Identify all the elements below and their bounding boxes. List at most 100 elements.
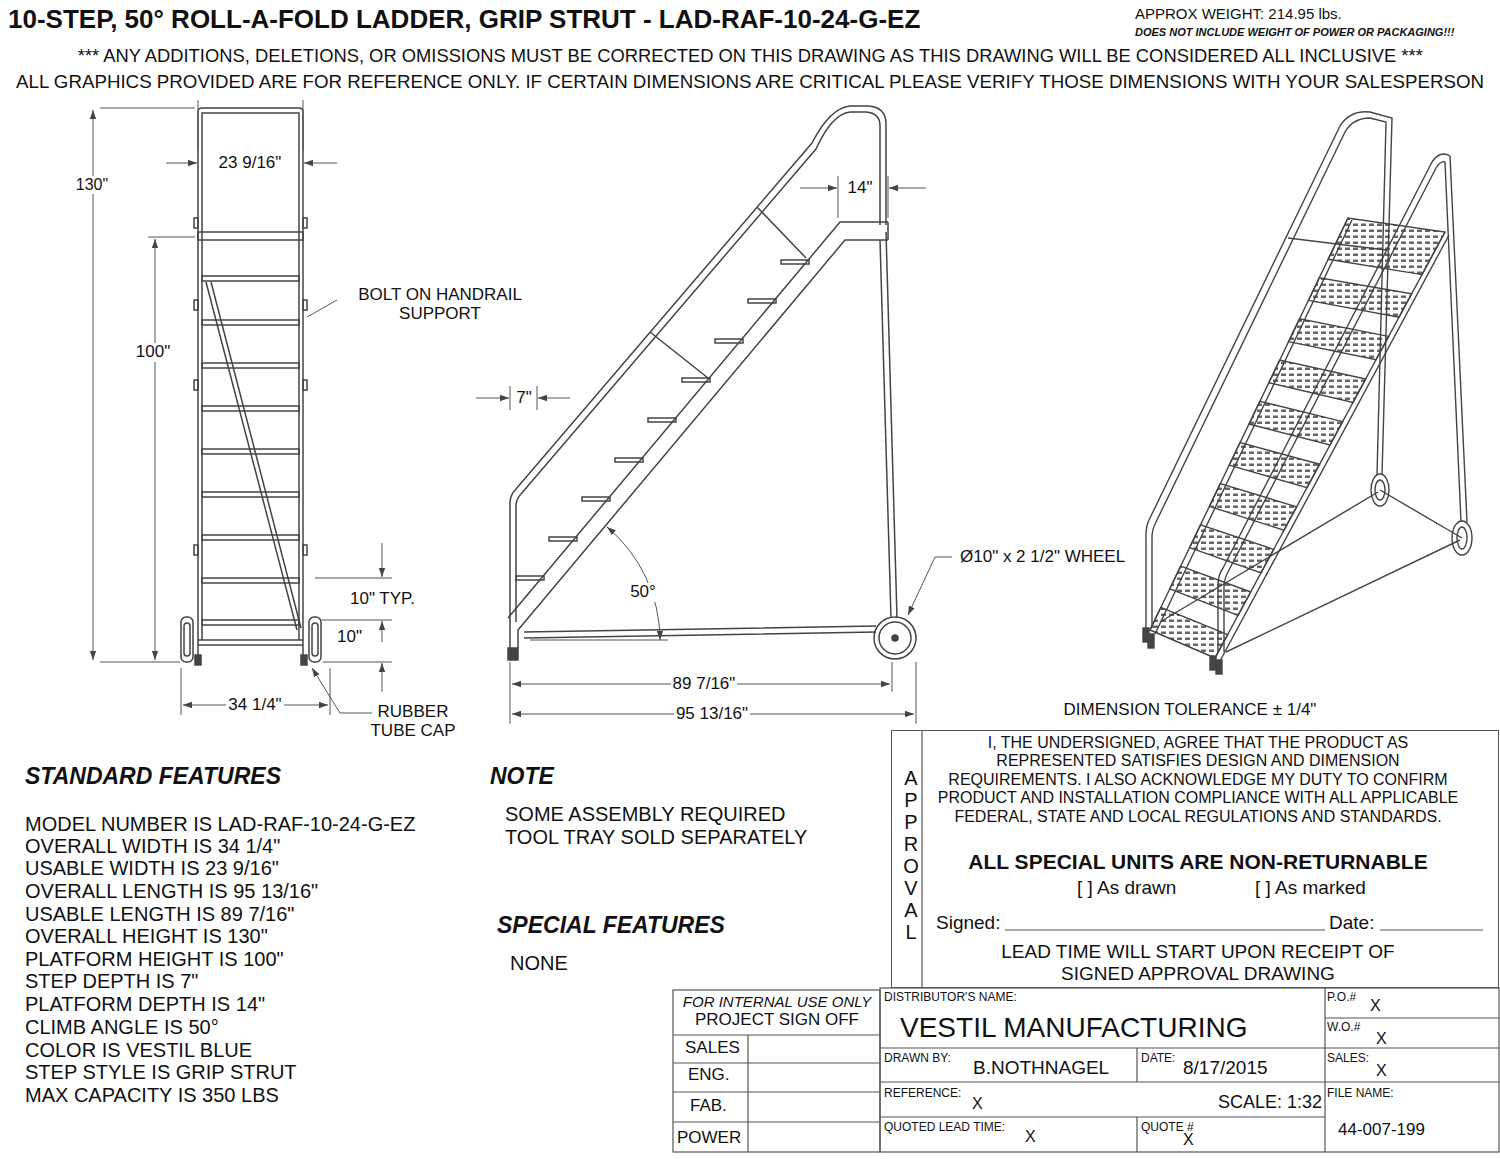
title-block-cell: X [972,1095,983,1113]
feature-line: MAX CAPACITY IS 350 LBS [25,1084,279,1106]
isometric-view [1269,360,1366,402]
side-view [650,207,806,378]
side-view [648,418,676,422]
title-block-cell: X [1370,997,1381,1015]
front-view [202,535,299,540]
isometric-view [1152,118,1386,628]
section-heading: STANDARD FEATURES [25,764,281,789]
front-view [202,113,299,640]
side-view [524,626,876,638]
isometric-view [1215,232,1449,661]
header-note: DOES NOT INCLUDE WEIGHT OF POWER OR PACK… [1135,26,1454,38]
dimension-label: 10" [335,628,364,647]
title-block-grid [673,730,1499,1152]
side-view [880,232,897,618]
section-heading: SPECIAL FEATURES [497,913,725,938]
title-block-cell: FOR INTERNAL USE ONLY [683,994,871,1011]
front-view [312,623,318,656]
approval-text: I, THE UNDERSIGNED, AGREE THAT THE PRODU… [928,734,1468,826]
approval-text: [ ] As drawn [1077,877,1176,899]
title-block-grid [673,990,880,1152]
side-view [874,617,916,659]
front-view [198,232,303,240]
side-view [748,299,776,303]
approval-text: Date: [1329,912,1374,934]
dimension-label: 14" [846,179,875,198]
dimension-line [838,176,888,218]
dimension-line [100,108,195,662]
title-block-cell: 8/17/2015 [1183,1058,1268,1079]
title-block-cell: X [1376,1030,1387,1048]
isometric-view [1288,238,1386,250]
isometric-view [1375,480,1385,500]
front-view [194,300,198,310]
title-block-grid [1005,929,1325,930]
isometric-view [1210,656,1216,670]
dimension-label: 89 7/16" [671,675,738,694]
isometric-view [1224,162,1461,652]
title-block-cell: 44-007-199 [1338,1121,1425,1140]
note-line: SOME ASSEMBLY REQUIRED [505,803,785,825]
approval-box: APPROVAL I, THE UNDERSIGNED, AGREE THAT T… [891,730,1499,988]
dimension-label: 10" TYP. [348,590,417,609]
title-block-grid [673,1035,880,1152]
title-block-grid [880,988,1499,1152]
front-view [195,655,201,665]
dimension-label: 23 9/16" [217,154,284,173]
approval-text: [ ] As marked [1255,877,1366,899]
front-view [202,406,299,411]
front-view [202,492,299,497]
isometric-view [1160,490,1462,652]
isometric-view [1170,566,1251,615]
dimension-line [476,176,952,724]
title-block-cell: W.O.# [1327,1021,1360,1034]
feature-line: OVERALL HEIGHT IS 130" [25,925,268,947]
front-view [181,617,193,662]
isometric-view [1216,660,1222,674]
dimension-line [312,668,372,713]
front-view [303,300,307,310]
front-view [202,276,299,281]
isometric-view [1150,218,1352,634]
isometric-view [1143,112,1472,674]
side-view [715,339,743,343]
feature-line: COLOR IS VESTIL BLUE [25,1039,252,1061]
title-block-grid [921,730,922,988]
side-view [516,576,544,580]
callout-label: BOLT ON HANDRAIL SUPPORT [340,286,540,323]
title-block-cell: X [1183,1131,1194,1149]
callout-label: Ø10" x 2 1/2" WHEEL [958,548,1127,567]
side-view [508,648,518,660]
front-view [206,282,301,630]
title-block-cell: PROJECT SIGN OFF [695,1011,859,1030]
front-view [303,380,307,390]
isometric-view [1308,278,1411,318]
side-view [682,378,710,382]
front-view [202,620,299,625]
side-view [510,106,886,622]
title-block-cell: DATE: [1141,1052,1175,1065]
title-block-cell: FILE NAME: [1327,1087,1394,1100]
header-note: ALL GRAPHICS PROVIDED ARE FOR REFERENCE … [16,72,1484,93]
dimension-line [382,663,383,692]
front-view [198,640,303,645]
side-view [582,497,610,501]
dimension-line [510,386,537,410]
dimension-line [382,543,383,577]
vertical-heading: APPROVAL [901,767,921,943]
dimension-line [510,662,916,724]
title-block-cell: VESTIL MANUFACTURING [900,1013,1247,1044]
side-view [510,622,518,648]
isometric-view [1146,112,1392,628]
dimension-line [166,163,197,164]
front-view [194,218,198,228]
feature-line: MODEL NUMBER IS LAD-RAF-10-24-G-EZ [25,813,415,835]
header-note: *** ANY ADDITIONS, DELETIONS, OR OMISSIO… [78,46,1423,67]
feature-line: USABLE WIDTH IS 23 9/16" [25,857,279,879]
dimension-line [889,188,926,189]
title-block-grid [1380,929,1483,930]
isometric-view [1148,634,1154,648]
isometric-view [1150,607,1228,658]
dimension-label: 95 13/16" [674,705,750,724]
